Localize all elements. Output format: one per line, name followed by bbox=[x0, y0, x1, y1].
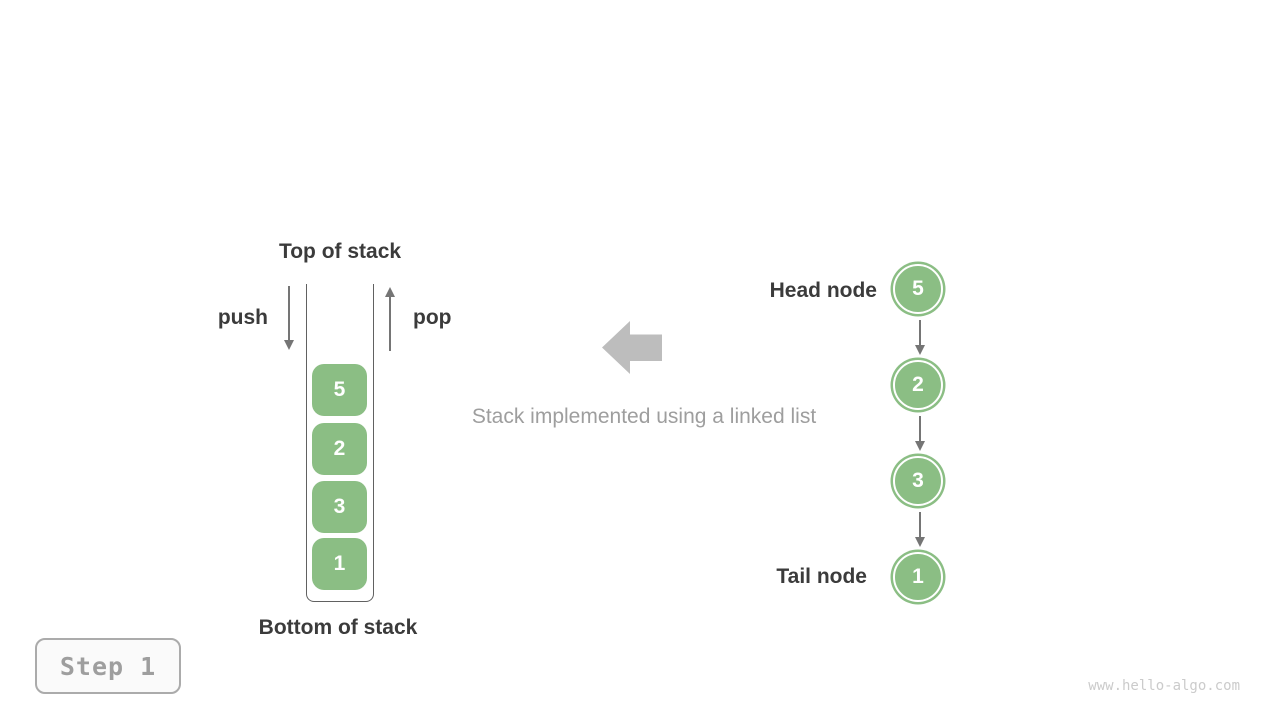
pop-arrow-icon bbox=[389, 297, 391, 351]
stack-item: 1 bbox=[312, 538, 367, 590]
list-node: 5 bbox=[893, 264, 943, 314]
list-node: 3 bbox=[893, 456, 943, 506]
step-badge-label: Step 1 bbox=[59, 651, 157, 681]
list-node: 1 bbox=[893, 552, 943, 602]
stack-bottom-label: Bottom of stack bbox=[258, 616, 418, 639]
stack-item: 2 bbox=[312, 423, 367, 475]
tail-node-label: Tail node bbox=[776, 565, 867, 588]
stack-item: 5 bbox=[312, 364, 367, 416]
list-node: 2 bbox=[893, 360, 943, 410]
link-arrow-icon bbox=[919, 320, 921, 345]
pop-label: pop bbox=[413, 306, 452, 329]
push-arrow-icon bbox=[288, 286, 290, 340]
stack-container bbox=[306, 284, 374, 602]
head-node-label: Head node bbox=[769, 279, 877, 302]
left-block-arrow-icon bbox=[602, 321, 662, 374]
stack-item: 3 bbox=[312, 481, 367, 533]
stack-top-label: Top of stack bbox=[278, 240, 402, 263]
step-badge: Step 1 bbox=[35, 638, 181, 694]
link-arrow-icon bbox=[919, 416, 921, 441]
push-label: push bbox=[217, 306, 268, 329]
link-arrow-icon bbox=[919, 512, 921, 537]
diagram-caption: Stack implemented using a linked list bbox=[471, 405, 817, 428]
site-watermark: www.hello-algo.com bbox=[1088, 678, 1240, 694]
